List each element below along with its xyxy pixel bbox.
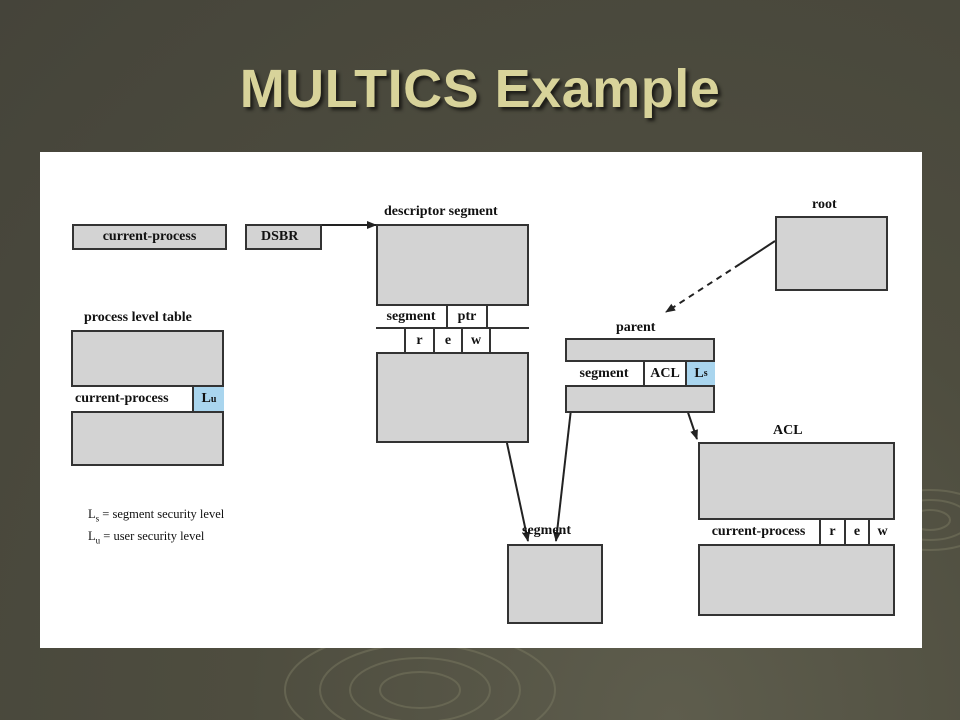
descriptor-segment-row-1: segment ptr — [376, 304, 529, 329]
root-box — [775, 216, 888, 291]
process-level-table-title: process level table — [84, 310, 192, 325]
descriptor-segment-title: descriptor segment — [384, 204, 498, 219]
acl-row: current-process r e w — [698, 518, 895, 546]
root-title: root — [812, 197, 837, 212]
multics-diagram: current-process DSBR process level table… — [40, 152, 922, 648]
acl-title: ACL — [773, 423, 803, 438]
legend-ls: Ls = segment security level — [88, 507, 225, 524]
dsbr-box: DSBR — [245, 224, 322, 250]
segment-box — [507, 544, 603, 624]
legend: Ls = segment security level Lu = user se… — [88, 506, 224, 549]
segment-title: segment — [522, 523, 571, 538]
current-process-box: current-process — [72, 224, 227, 250]
legend-lu: Lu = user security level — [88, 528, 205, 546]
arrow-root-to-parent-solid — [739, 240, 776, 265]
slide-title: MULTICS Example — [239, 59, 721, 119]
descriptor-segment-row-2: r e w — [376, 329, 529, 354]
parent-title: parent — [616, 320, 656, 335]
arrow-root-to-parent-dashed — [665, 263, 741, 313]
